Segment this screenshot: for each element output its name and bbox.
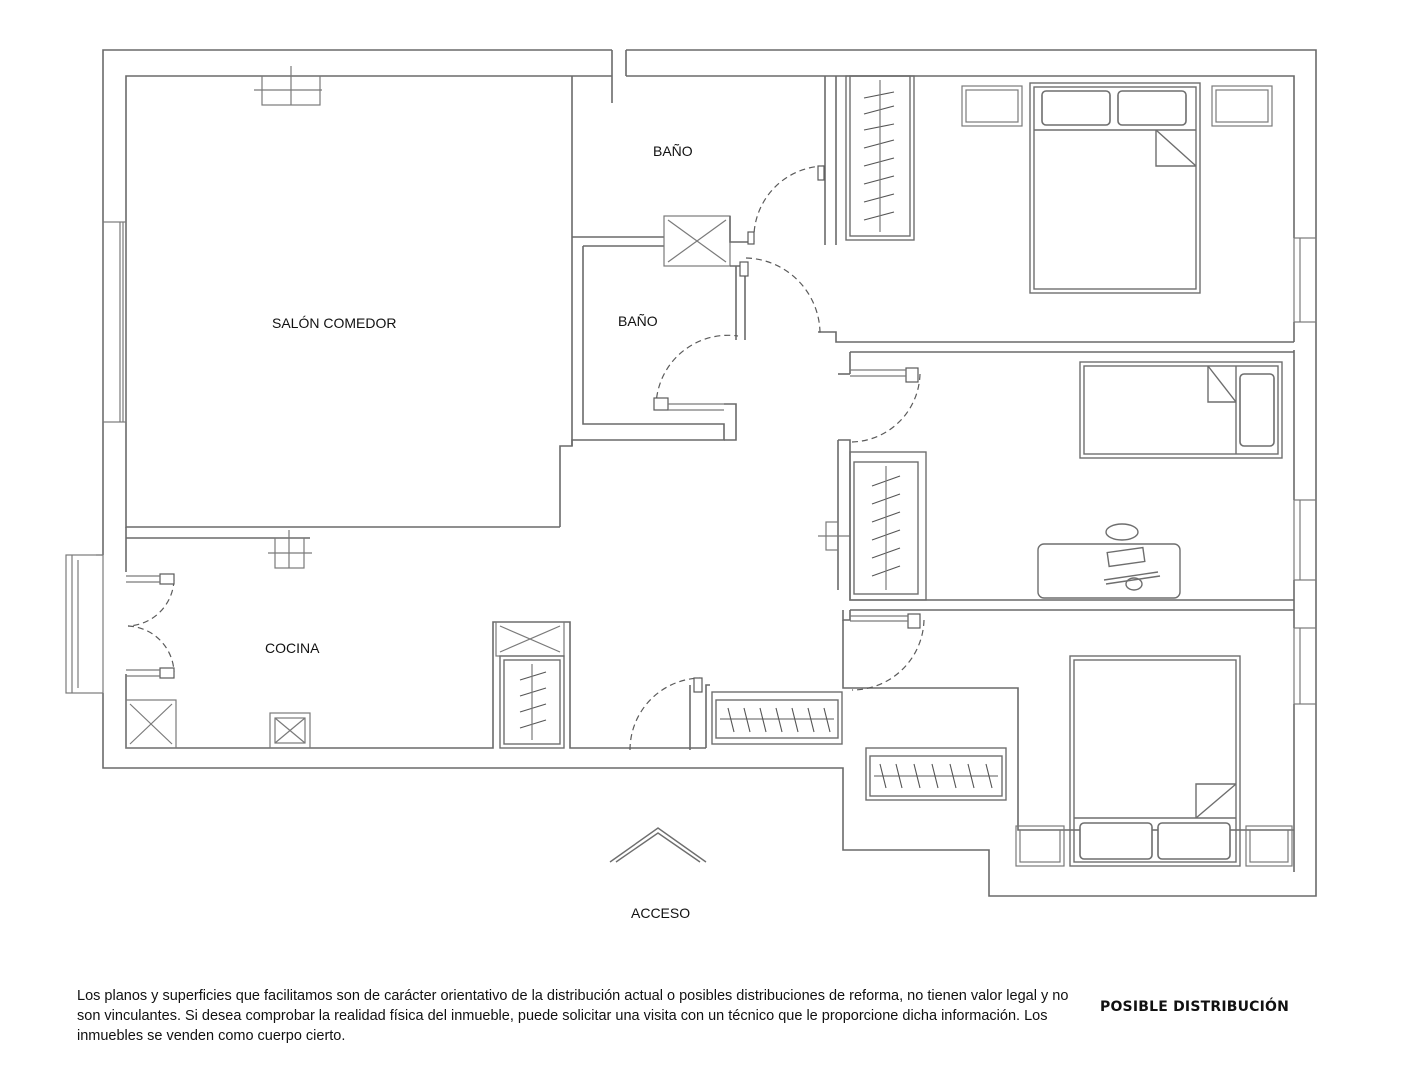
room-label-bano-1: BAÑO	[653, 143, 693, 159]
desk-with-chair	[1037, 523, 1181, 599]
right-windows	[1293, 237, 1317, 705]
room-label-acceso: ACCESO	[631, 905, 690, 921]
vent-shafts	[125, 66, 850, 749]
doors	[126, 165, 925, 751]
access-arrow-icon	[609, 827, 707, 863]
wardrobes	[499, 75, 1007, 801]
plan-title: POSIBLE DISTRIBUCIÓN	[1100, 999, 1290, 1015]
room-label-cocina: COCINA	[265, 640, 320, 656]
left-windows	[65, 221, 127, 694]
room-label-bano-2: BAÑO	[618, 313, 658, 329]
disclaimer-text: Los planos y superficies que facilitamos…	[77, 988, 1069, 1044]
outer-walls	[102, 49, 1317, 897]
room-label-salon-comedor: SALÓN COMEDOR	[272, 315, 396, 331]
interior-walls	[125, 76, 1294, 689]
double-bed-2	[1015, 655, 1293, 867]
double-bed-1	[961, 82, 1273, 294]
single-bed	[1079, 361, 1283, 459]
